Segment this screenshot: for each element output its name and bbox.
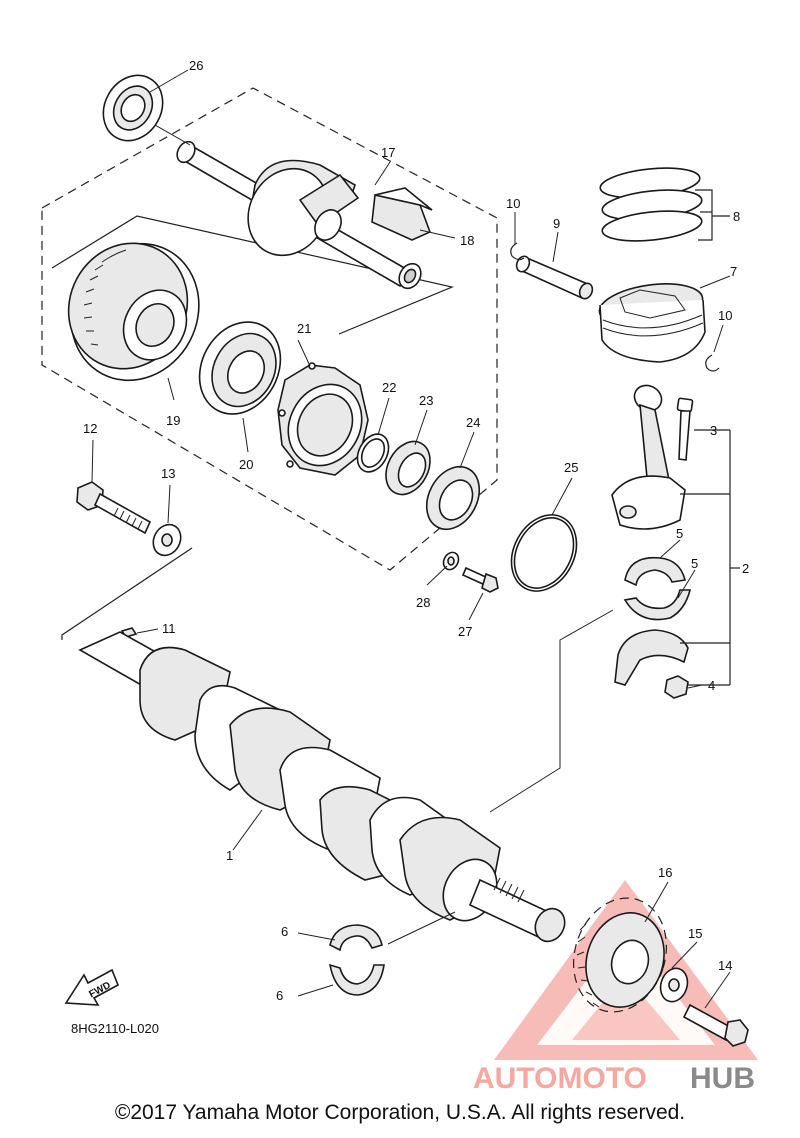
part-5-bearing-upper <box>624 556 686 587</box>
part-20-bearing <box>198 321 282 415</box>
part-15-washer <box>659 967 689 1003</box>
part-23-collar <box>385 440 431 496</box>
part-18-weight <box>371 187 433 241</box>
part-13-washer <box>152 523 182 557</box>
callout-9: 9 <box>553 216 560 231</box>
callout-5b: 5 <box>691 556 698 571</box>
part-8-piston-rings <box>599 167 730 242</box>
part-24-oil-seal <box>425 465 481 531</box>
part-6-bearing-upper <box>329 924 383 952</box>
callout-17: 17 <box>381 145 395 160</box>
callout-1: 1 <box>226 848 233 863</box>
callout-24: 24 <box>466 415 480 430</box>
part-3-connecting-rod-bolt <box>676 397 694 461</box>
callout-27: 27 <box>458 624 472 639</box>
callout-8: 8 <box>733 209 740 224</box>
callout-10a: 10 <box>506 196 520 211</box>
part-25-o-ring <box>510 514 578 592</box>
watermark-text-accent: AUTOMOTO <box>473 1062 647 1095</box>
callout-10b: 10 <box>718 308 732 323</box>
copyright-notice: ©2017 Yamaha Motor Corporation, U.S.A. A… <box>114 1101 686 1124</box>
part-17-balancer-shaft <box>176 140 422 290</box>
watermark-text-dark: HUB <box>690 1062 755 1095</box>
callout-6a: 6 <box>281 924 288 939</box>
drawing-code: 8HG2110-L020 <box>71 1021 159 1036</box>
leader-bracket-12-13 <box>61 547 193 640</box>
callout-13: 13 <box>161 466 175 481</box>
callout-21: 21 <box>297 321 311 336</box>
callout-22: 22 <box>382 380 396 395</box>
part-16-timing-rotor <box>573 897 667 1013</box>
callout-6b: 6 <box>276 988 283 1003</box>
part-7-piston <box>598 283 706 363</box>
part-14-bolt <box>682 1003 749 1047</box>
part-22-o-ring <box>356 433 390 473</box>
callout-2: 2 <box>742 561 749 576</box>
callout-28: 28 <box>416 595 430 610</box>
callout-7: 7 <box>730 264 737 279</box>
callout-4: 4 <box>708 678 715 693</box>
callout-23: 23 <box>419 393 433 408</box>
part-9-piston-pin <box>515 255 594 300</box>
callout-20: 20 <box>239 457 253 472</box>
callout-25: 25 <box>564 460 578 475</box>
part-10-circlip-right <box>705 354 720 372</box>
leader-lines <box>91 69 731 1009</box>
group-bracket-2 <box>680 429 740 686</box>
part-5-bearing-lower <box>623 589 692 621</box>
callout-12: 12 <box>83 421 97 436</box>
callout-numbers: 1 2 3 4 5 5 6 6 7 8 9 10 10 11 12 13 14 … <box>83 58 749 1003</box>
fwd-arrow-icon: FWD <box>64 968 120 1006</box>
callout-26: 26 <box>189 58 203 73</box>
callout-16: 16 <box>658 865 672 880</box>
callout-5a: 5 <box>676 526 683 541</box>
part-28-washer <box>442 551 460 571</box>
part-4-nut <box>664 675 689 699</box>
balancer-assembly-dashed-box <box>41 87 498 571</box>
callout-11: 11 <box>162 621 176 636</box>
callout-3: 3 <box>710 423 717 438</box>
part-12-bolt <box>76 481 152 535</box>
part-26-bearing <box>102 74 164 142</box>
part-27-bolt <box>461 566 499 593</box>
callout-18: 18 <box>460 233 474 248</box>
callout-15: 15 <box>688 926 702 941</box>
part-19-balancer-gear <box>67 242 200 382</box>
part-10-circlip-left <box>510 242 525 261</box>
part-6-bearing-lower <box>328 963 385 996</box>
callout-19: 19 <box>166 413 180 428</box>
part-21-bearing-holder <box>277 362 369 476</box>
part-1-crankshaft <box>78 631 566 943</box>
part-2-connecting-rod <box>611 384 686 530</box>
part-2-rod-cap <box>614 629 689 686</box>
callout-14: 14 <box>718 958 732 973</box>
